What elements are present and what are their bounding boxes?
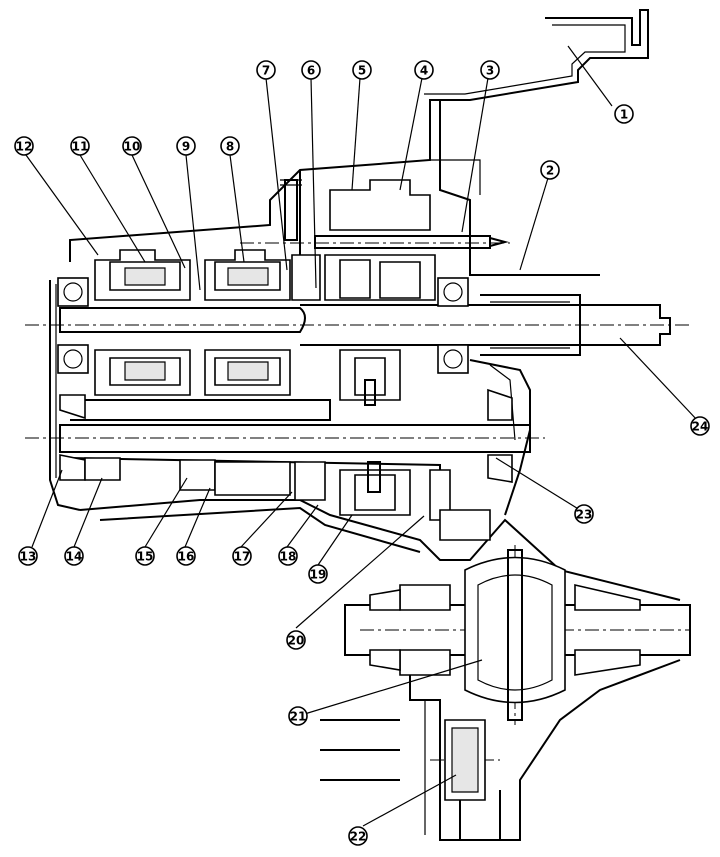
callout-circle — [614, 104, 634, 124]
callout-23: 23 — [574, 504, 594, 524]
callout-circle — [574, 504, 594, 524]
callout-22: 22 — [348, 826, 368, 846]
leader-lines — [25, 45, 699, 827]
callout-24: 24 — [690, 416, 710, 436]
callout-12: 12 — [14, 136, 34, 156]
callout-circle — [256, 60, 276, 80]
callout-6: 6 — [301, 60, 321, 80]
callout-number: 2 — [546, 164, 554, 178]
upper-gear-cluster — [94, 179, 509, 406]
callout-1: 1 — [614, 104, 634, 124]
callout-number: 1 — [620, 108, 628, 122]
differential — [344, 549, 691, 801]
callout-7: 7 — [256, 60, 276, 80]
output-gear-group — [84, 457, 491, 541]
callout-number: 16 — [178, 550, 195, 564]
callout-circle — [540, 160, 560, 180]
callout-number: 12 — [16, 140, 33, 154]
callout-circle — [64, 546, 84, 566]
callout-11: 11 — [70, 136, 90, 156]
callout-20: 20 — [286, 630, 306, 650]
callout-circle — [14, 136, 34, 156]
callout-circle — [480, 60, 500, 80]
callout-circle — [220, 136, 240, 156]
callout-number: 24 — [692, 420, 709, 434]
callout-10: 10 — [122, 136, 142, 156]
callout-number: 13 — [20, 550, 37, 564]
callout-number: 5 — [358, 64, 366, 78]
callout-5: 5 — [352, 60, 372, 80]
callout-15: 15 — [135, 546, 155, 566]
input-shaft — [59, 294, 671, 356]
callout-13: 13 — [18, 546, 38, 566]
callout-17: 17 — [232, 546, 252, 566]
callout-circle — [122, 136, 142, 156]
callout-circle — [176, 546, 196, 566]
callout-number: 7 — [262, 64, 270, 78]
callout-number: 21 — [290, 710, 307, 724]
callout-circle — [308, 564, 328, 584]
callout-number: 22 — [350, 830, 367, 844]
callout-circle — [288, 706, 308, 726]
callout-circle — [352, 60, 372, 80]
callout-number: 9 — [182, 140, 190, 154]
callout-number: 14 — [66, 550, 83, 564]
callout-4: 4 — [414, 60, 434, 80]
callout-circle — [414, 60, 434, 80]
callout-number: 4 — [420, 64, 428, 78]
callout-18: 18 — [278, 546, 298, 566]
callout-circle — [286, 630, 306, 650]
callout-number: 8 — [226, 140, 234, 154]
callout-9: 9 — [176, 136, 196, 156]
callout-number: 17 — [234, 550, 251, 564]
callout-number: 15 — [137, 550, 154, 564]
callout-circle — [348, 826, 368, 846]
callout-circle — [278, 546, 298, 566]
transmission-housing — [49, 9, 681, 841]
callout-circle — [18, 546, 38, 566]
callout-19: 19 — [308, 564, 328, 584]
callout-circle — [301, 60, 321, 80]
callout-number: 10 — [124, 140, 141, 154]
callout-circle — [70, 136, 90, 156]
callout-circle — [176, 136, 196, 156]
callout-number: 23 — [576, 508, 593, 522]
callout-number: 3 — [486, 64, 494, 78]
callout-number: 19 — [310, 568, 327, 582]
callout-number: 18 — [280, 550, 297, 564]
callout-number: 11 — [72, 140, 89, 154]
callout-2: 2 — [540, 160, 560, 180]
callout-16: 16 — [176, 546, 196, 566]
bearings — [57, 277, 513, 483]
callout-circle — [232, 546, 252, 566]
callout-14: 14 — [64, 546, 84, 566]
callout-8: 8 — [220, 136, 240, 156]
callout-3: 3 — [480, 60, 500, 80]
callout-21: 21 — [288, 706, 308, 726]
callout-number: 6 — [307, 64, 315, 78]
callout-circle — [690, 416, 710, 436]
callout-circle — [135, 546, 155, 566]
callout-number: 20 — [288, 634, 305, 648]
